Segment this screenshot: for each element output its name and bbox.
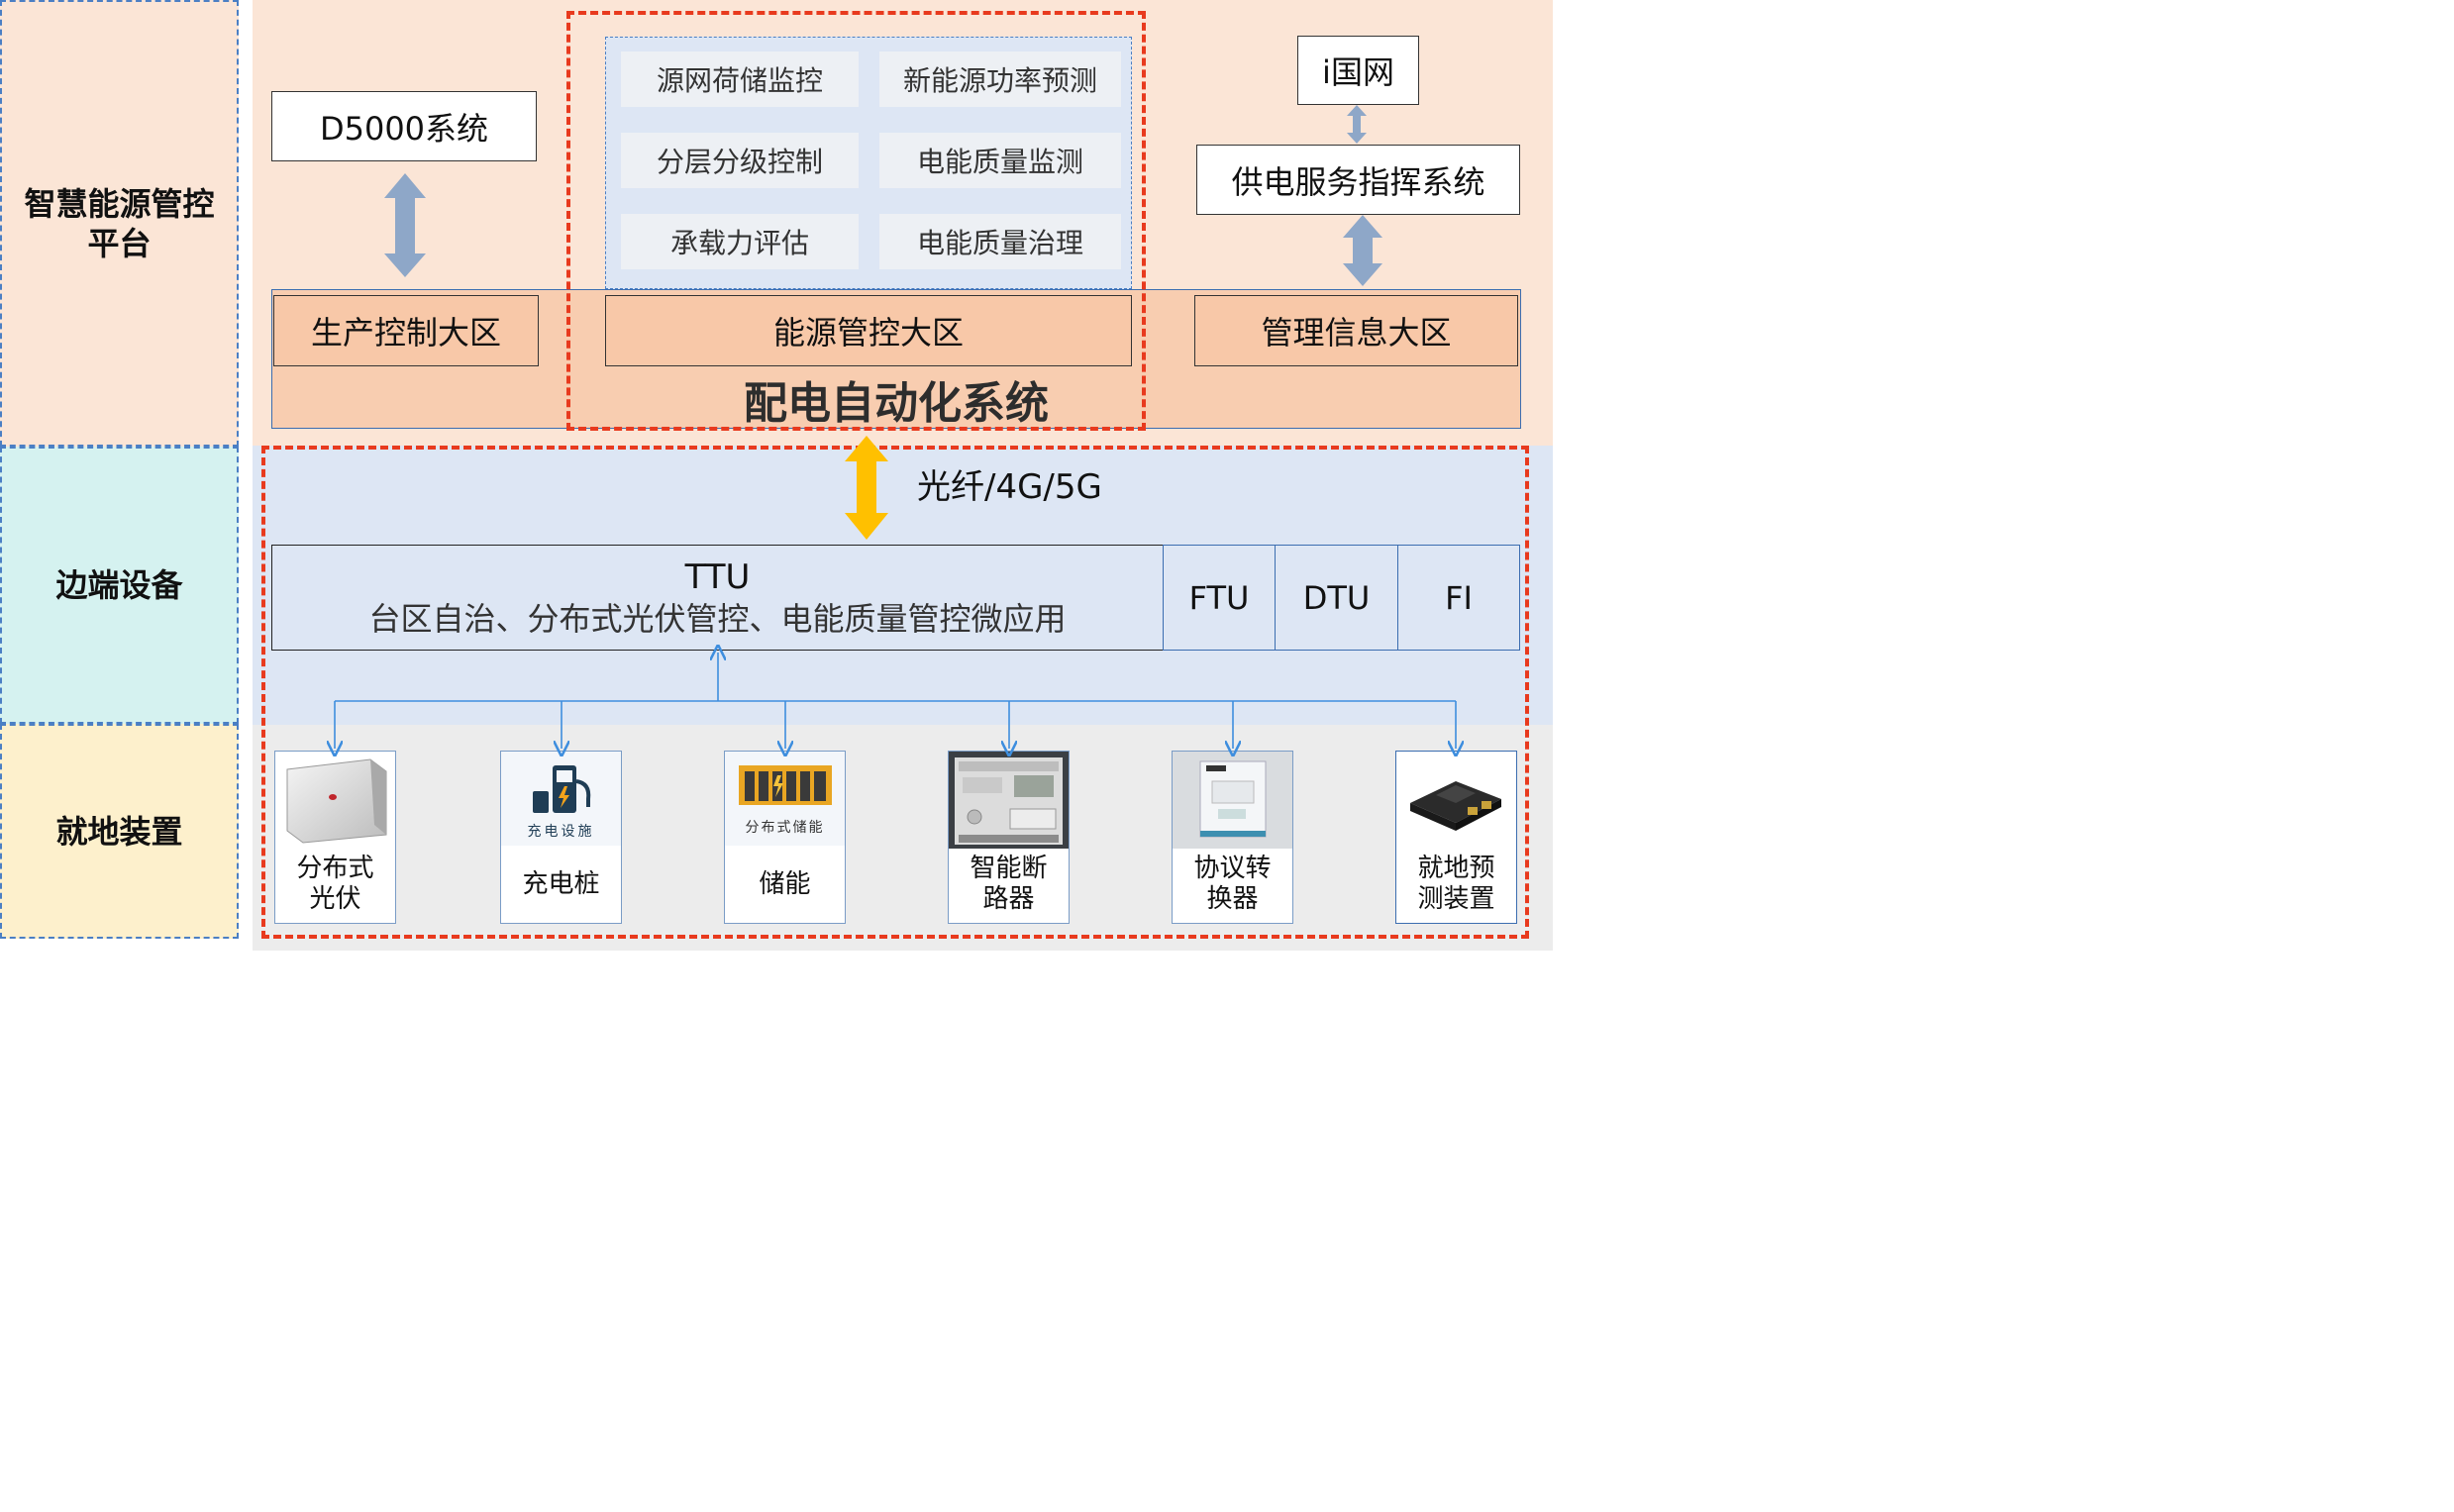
energy-management-outline (566, 11, 1146, 431)
device-card-forecast: 就地预测装置 (1395, 751, 1517, 924)
function-item: 新能源功率预测 (879, 51, 1121, 107)
edge-column-text: 边端设备 (55, 566, 183, 604)
device-connector-tree (335, 653, 1456, 749)
edge-column-label: 边端设备 (0, 447, 239, 724)
function-item: 分层分级控制 (621, 133, 859, 188)
energy-management-zone: 能源管控大区 (605, 295, 1132, 366)
function-item: 电能质量治理 (879, 214, 1121, 269)
link-double-arrow (845, 436, 888, 540)
charging-caption: 充电设施 (527, 824, 595, 840)
device-label: 分布式光伏 (296, 854, 374, 914)
service-command-system-box: 供电服务指挥系统 (1196, 145, 1520, 215)
device-label: 智能断路器 (970, 854, 1048, 914)
platform-column-label: 智慧能源管控平台 (0, 0, 239, 447)
system-title: 配电自动化系统 (744, 378, 1049, 429)
d5000-system-box: D5000系统 (271, 91, 537, 161)
management-information-zone: 管理信息大区 (1194, 295, 1518, 366)
local-band-bg (253, 725, 1553, 951)
storage-caption: 分布式储能 (745, 820, 825, 836)
local-column-text: 就地装置 (55, 812, 183, 851)
device-card-storage: 分布式储能 储能 (724, 751, 846, 924)
protocol-converter-icon (1173, 752, 1292, 849)
fi-box: FI (1397, 545, 1520, 651)
device-label: 就地预测装置 (1417, 854, 1495, 914)
production-control-zone: 生产控制大区 (273, 295, 539, 366)
service-double-arrow (1343, 215, 1382, 286)
d5000-double-arrow (384, 173, 426, 277)
local-column-label: 就地装置 (0, 724, 239, 939)
ttu-title: TTU (684, 556, 751, 597)
device-label: 协议转换器 (1193, 854, 1272, 914)
smart-breaker-icon (949, 752, 1069, 849)
energy-storage-icon: 分布式储能 (725, 752, 845, 846)
ftu-box: FTU (1163, 545, 1276, 651)
iguowang-double-arrow (1347, 105, 1367, 144)
device-card-pv: 分布式光伏 (274, 751, 396, 924)
function-item: 源网荷储监控 (621, 51, 859, 107)
ttu-description: 台区自治、分布式光伏管控、电能质量管控微应用 (368, 599, 1067, 638)
iguowang-box: i国网 (1297, 36, 1419, 105)
function-item: 电能质量监测 (879, 133, 1121, 188)
platform-column-text: 智慧能源管控平台 (24, 184, 215, 262)
forecast-device-icon (1396, 752, 1516, 846)
connectors-layer (0, 105, 1553, 951)
dtu-box: DTU (1275, 545, 1398, 651)
device-label: 充电桩 (522, 868, 600, 899)
communication-link-label: 光纤/4G/5G (917, 467, 1102, 507)
function-item: 承载力评估 (621, 214, 859, 269)
device-label: 储能 (759, 868, 811, 899)
charging-station-icon: 充电设施 (501, 752, 621, 846)
inverter-icon (275, 752, 395, 846)
device-card-converter: 协议转换器 (1172, 751, 1293, 924)
device-card-breaker: 智能断路器 (948, 751, 1070, 924)
device-card-charging: 充电设施 充电桩 (500, 751, 622, 924)
edge-and-local-outline (261, 446, 1529, 939)
